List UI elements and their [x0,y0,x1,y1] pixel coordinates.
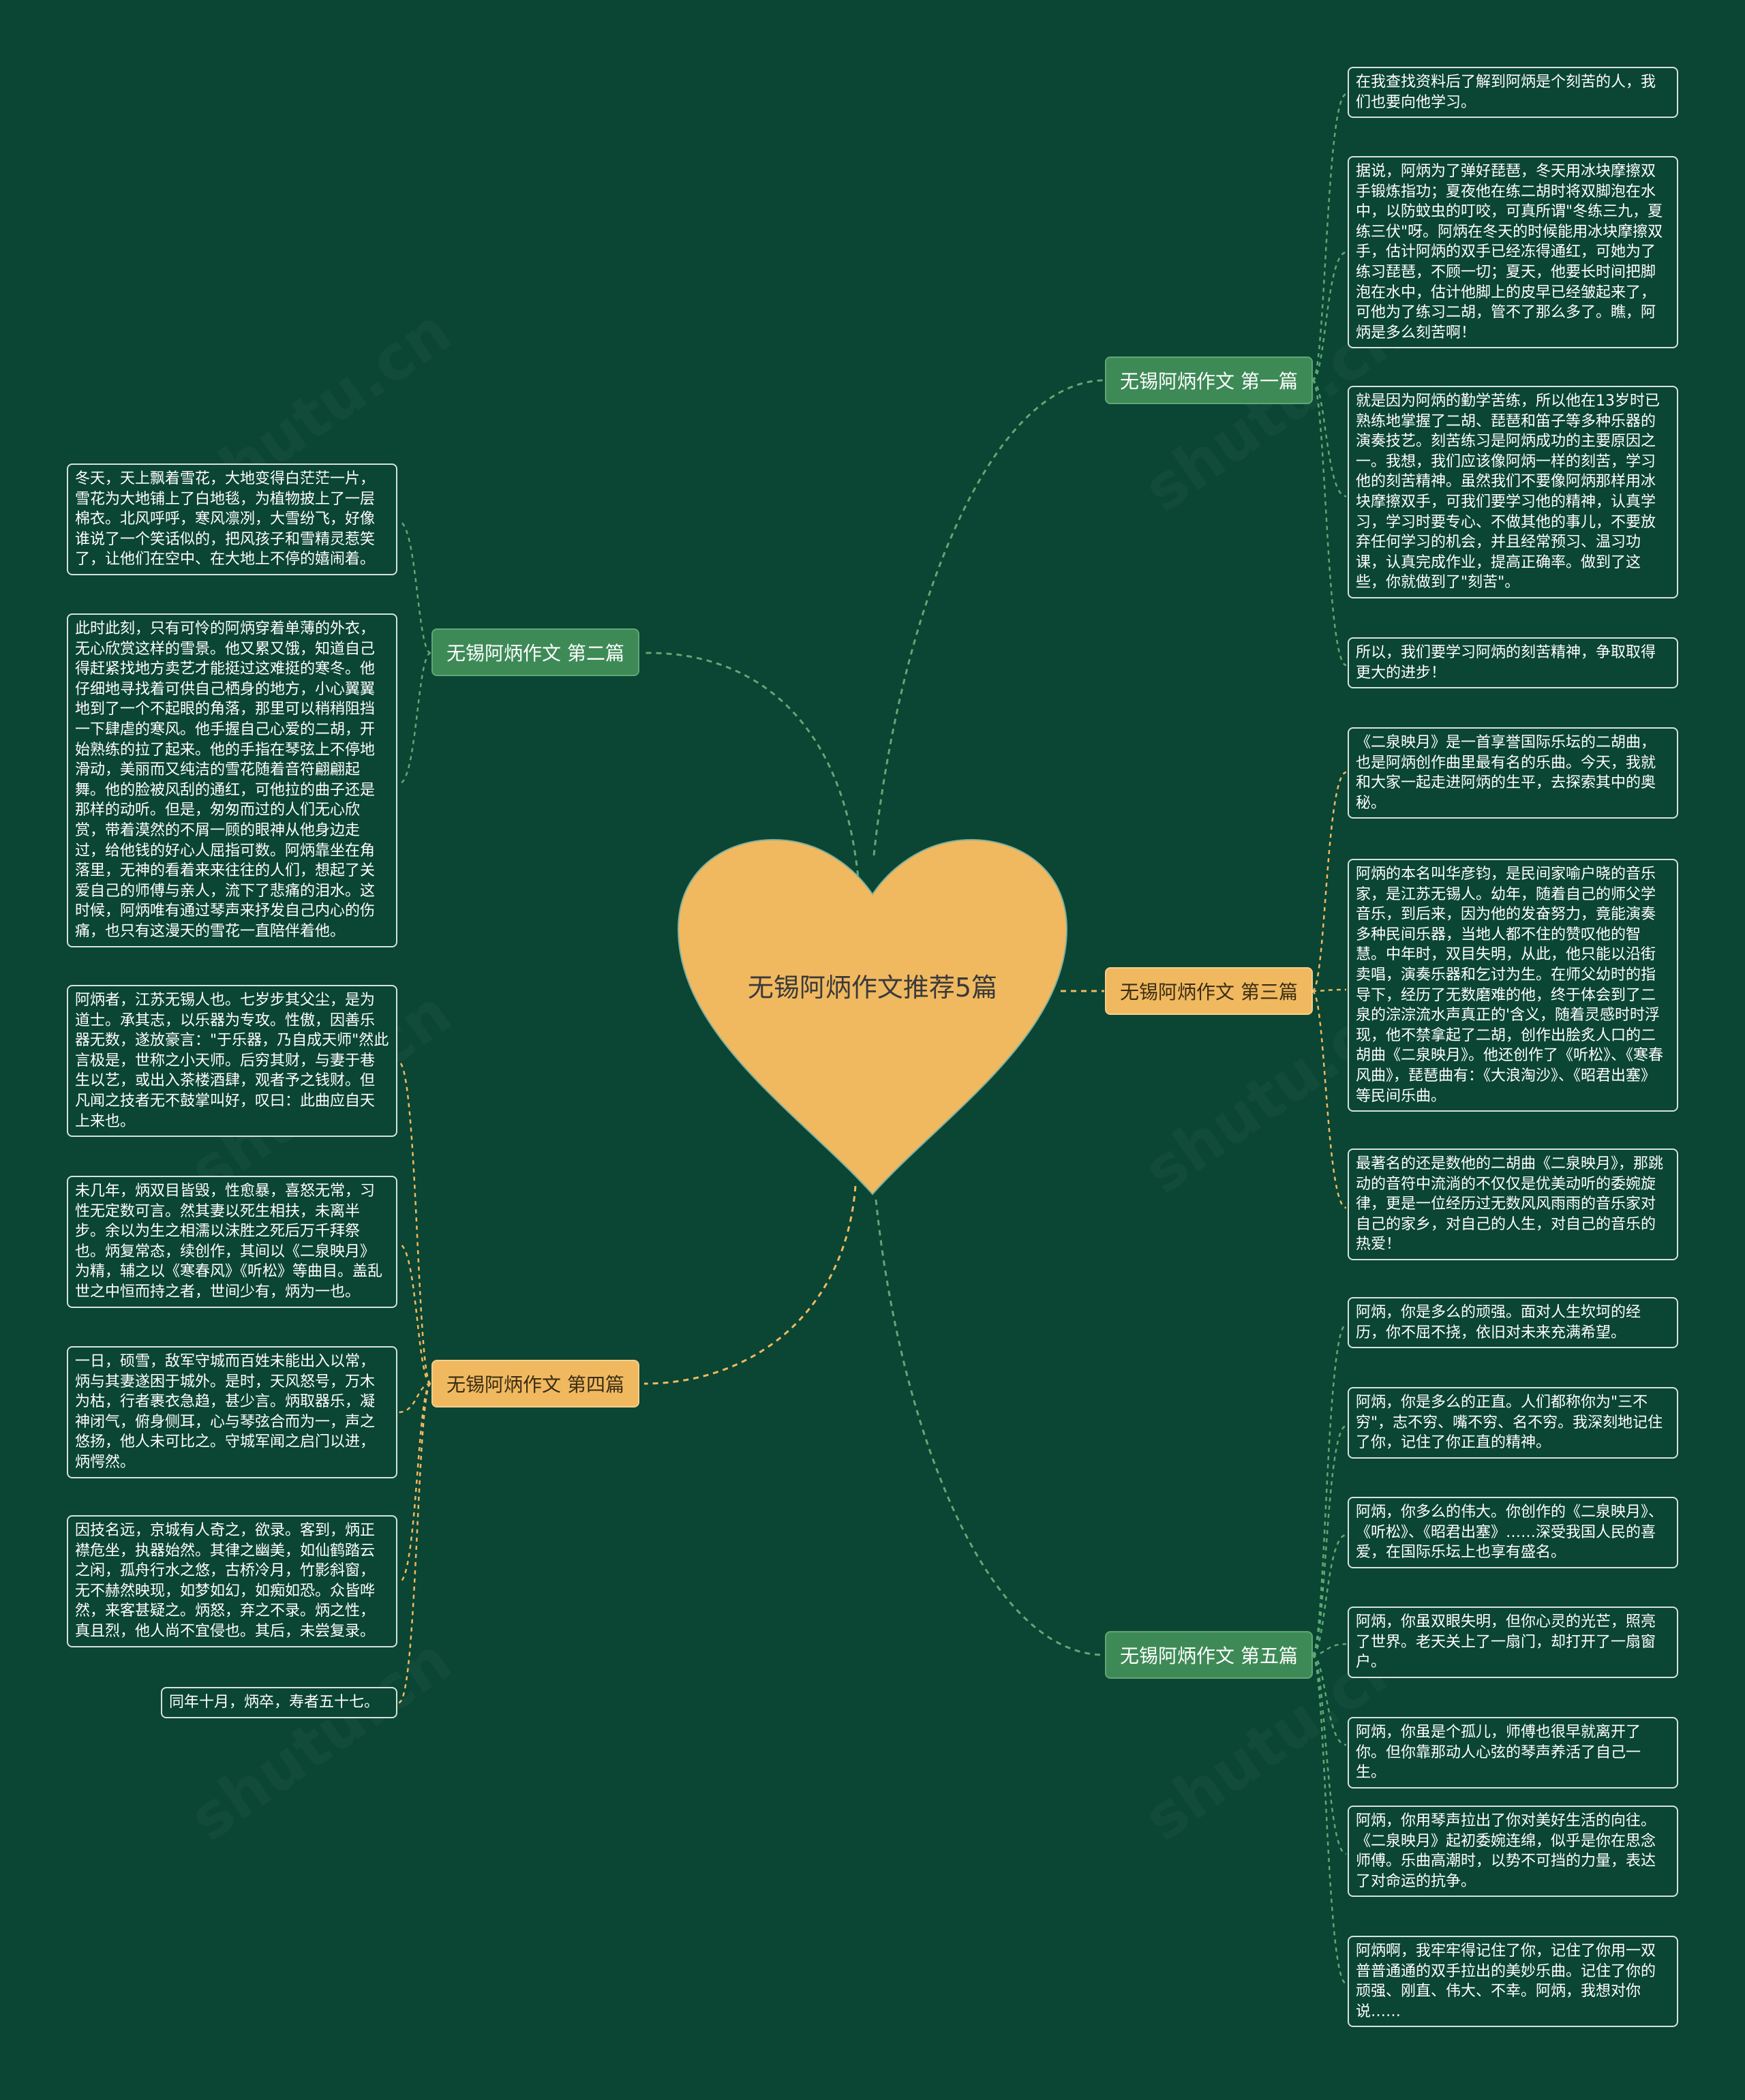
leaf-b4-4: 因技名远，京城有人奇之，欲录。客到，炳正襟危坐，执器始然。其律之幽美，如仙鹤踏云… [67,1515,397,1647]
leaf-b5-1: 阿炳，你是多么的顽强。面对人生坎坷的经历，你不屈不挠，依旧对未来充满希望。 [1348,1297,1678,1349]
center-title: 无锡阿炳作文推荐5篇 [747,973,998,1003]
leaf-b2-1: 冬天，天上飘着雪花，大地变得白茫茫一片，雪花为大地铺上了白地毯，为植物披上了一层… [67,463,397,575]
link-center-b4 [643,1185,857,1385]
leaf-b1-4: 所以，我们要学习阿炳的刻苦精神，争取取得更大的进步！ [1348,637,1678,689]
leaf-b3-2: 阿炳的本名叫华彦钧，是民间家喻户晓的音乐家，是江苏无锡人。幼年，随着自己的师父学… [1348,859,1678,1112]
link-center-b2 [643,652,860,887]
leaf-b4-1: 阿炳者，江苏无锡人也。七岁步其父尘，是为道士。承其志，以乐器为专攻。性傲，因善乐… [67,985,397,1138]
leaf-b4-2: 未几年，炳双目皆毁，性愈暴，喜怒无常，习性无定数可言。然其妻以死生相扶，未离半步… [67,1176,397,1308]
link-center-b5 [875,1199,1105,1656]
leaf-b4-5: 同年十月，炳卒，寿者五十七。 [161,1687,397,1718]
leaf-b2-2: 此时此刻，只有可怜的阿炳穿着单薄的外衣，无心欣赏这样的雪景。他又累又饿，知道自己… [67,613,397,947]
leaf-b1-1: 在我查找资料后了解到阿炳是个刻苦的人，我们也要向他学习。 [1348,67,1678,119]
leaf-b1-3: 就是因为阿炳的勤学苦练，所以他在13岁时已熟练地掌握了二胡、琵琶和笛子等多种乐器… [1348,386,1678,598]
branch-3[interactable]: 无锡阿炳作文 第三篇 [1105,967,1313,1015]
branch-1[interactable]: 无锡阿炳作文 第一篇 [1105,356,1313,404]
branch-5[interactable]: 无锡阿炳作文 第五篇 [1105,1631,1313,1679]
center-heart [677,838,1068,1196]
leaf-b5-4: 阿炳，你虽双眼失明，但你心灵的光芒，照亮了世界。老天关上了一扇门，却打开了一扇窗… [1348,1607,1678,1678]
link-center-b1 [872,379,1105,856]
branch-2[interactable]: 无锡阿炳作文 第二篇 [431,628,639,676]
leaf-b5-2: 阿炳，你是多么的正直。人们都称你为"三不穷"，志不穷、嘴不穷、名不穷。我深刻地记… [1348,1387,1678,1459]
leaf-b5-5: 阿炳，你虽是个孤儿，师傅也很早就离开了你。但你靠那动人心弦的琴声养活了自己一生。 [1348,1717,1678,1789]
leaf-b4-3: 一日，硕雪，敌军守城而百姓未能出入以常，炳与其妻遂困于城外。是时，天风怒号，万木… [67,1346,397,1478]
leaf-b5-3: 阿炳，你多么的伟大。你创作的《二泉映月》、《听松》、《昭君出塞》……深受我国人民… [1348,1497,1678,1568]
leaf-b5-7: 阿炳啊，我牢牢得记住了你，记住了你用一双普普通通的双手拉出的美妙乐曲。记住了你的… [1348,1936,1678,2028]
leaf-b5-6: 阿炳，你用琴声拉出了你对美好生活的向往。《二泉映月》起初委婉连绵，似乎是你在思念… [1348,1806,1678,1898]
branch-4[interactable]: 无锡阿炳作文 第四篇 [431,1360,639,1407]
leaf-b3-3: 最著名的还是数他的二胡曲《二泉映月》，那跳动的音符中流淌的不仅仅是优美动听的委婉… [1348,1148,1678,1260]
leaf-b3-1: 《二泉映月》是一首享誉国际乐坛的二胡曲，也是阿炳创作曲里最有名的乐曲。今天，我就… [1348,727,1678,819]
leaf-b1-2: 据说，阿炳为了弹好琵琶，冬天用冰块摩擦双手锻炼指功；夏夜他在练二胡时将双脚泡在水… [1348,156,1678,349]
